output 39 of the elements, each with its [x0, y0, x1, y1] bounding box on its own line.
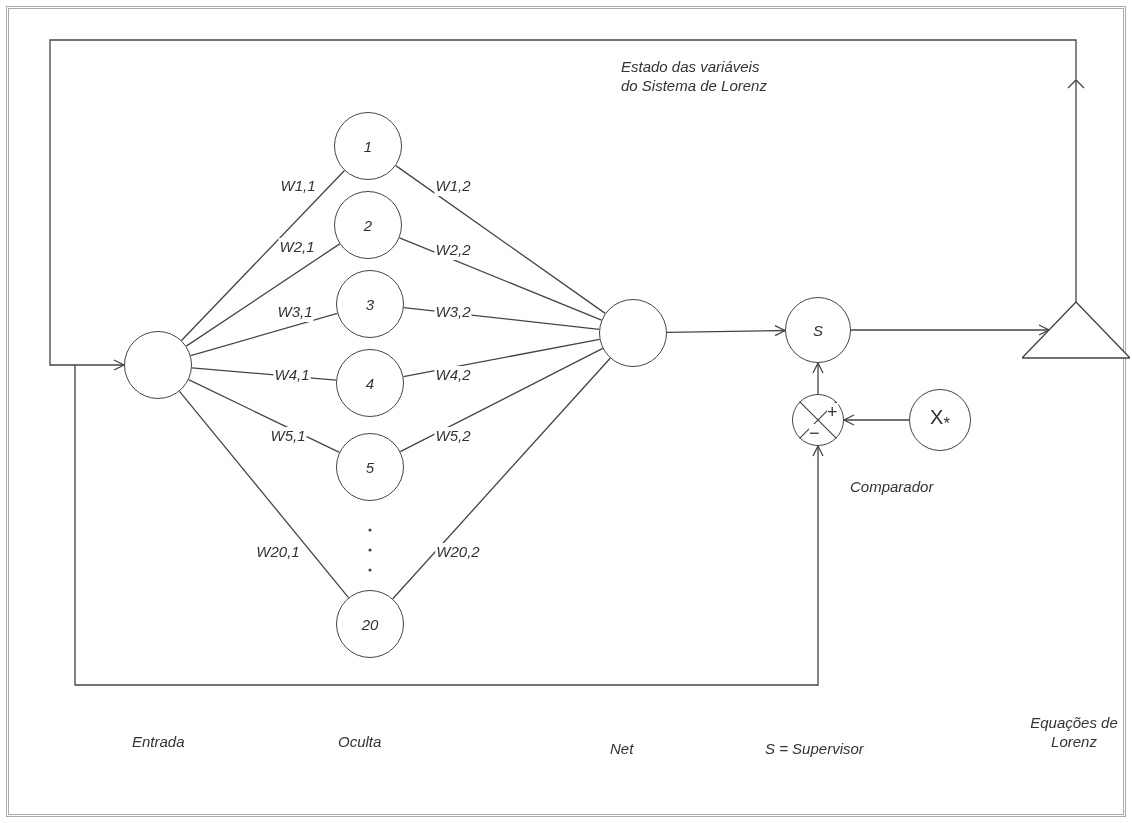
comparator-circle — [792, 394, 844, 446]
node-label: 2 — [363, 217, 373, 233]
connection-line — [402, 338, 601, 378]
amplifier-triangle — [1022, 300, 1130, 360]
connection-line — [180, 169, 346, 342]
arrow — [74, 359, 125, 371]
neuron-circle — [124, 331, 192, 399]
edge-label: W4,2 — [434, 366, 472, 385]
arrow — [812, 362, 824, 395]
neuron-circle — [334, 112, 402, 180]
node-label: 4 — [365, 375, 375, 391]
connection-line — [392, 357, 611, 600]
connection-line — [399, 347, 604, 453]
node-label: X$_{*}$ — [930, 407, 950, 433]
connection-line — [395, 164, 606, 315]
arrow — [666, 325, 786, 337]
node-label: S — [813, 322, 823, 338]
edge-label: W20,2 — [435, 543, 481, 562]
column-label: Entrada — [132, 733, 185, 752]
node-label: 5 — [365, 459, 375, 475]
node-caption: Comparador — [850, 478, 934, 497]
arrow — [74, 364, 824, 686]
column-label: Oculta — [338, 733, 382, 752]
column-label: S = Supervisor — [765, 740, 864, 759]
node-label: 3 — [365, 296, 375, 312]
connection-line — [178, 390, 350, 599]
edge-label: W5,2 — [434, 427, 472, 446]
node-label: 20 — [361, 616, 379, 632]
feedback-line — [49, 39, 1085, 366]
column-label: Equações de Lorenz — [1029, 714, 1119, 752]
arrow — [843, 414, 910, 426]
edge-label: W2,1 — [278, 238, 316, 257]
connection-line — [398, 237, 603, 321]
node-label: 1 — [363, 138, 373, 154]
connection-line — [185, 243, 341, 347]
arrow — [850, 324, 1050, 336]
connection-line — [190, 312, 338, 357]
column-label: Net — [610, 740, 634, 759]
edge-label: W5,1 — [269, 427, 307, 446]
